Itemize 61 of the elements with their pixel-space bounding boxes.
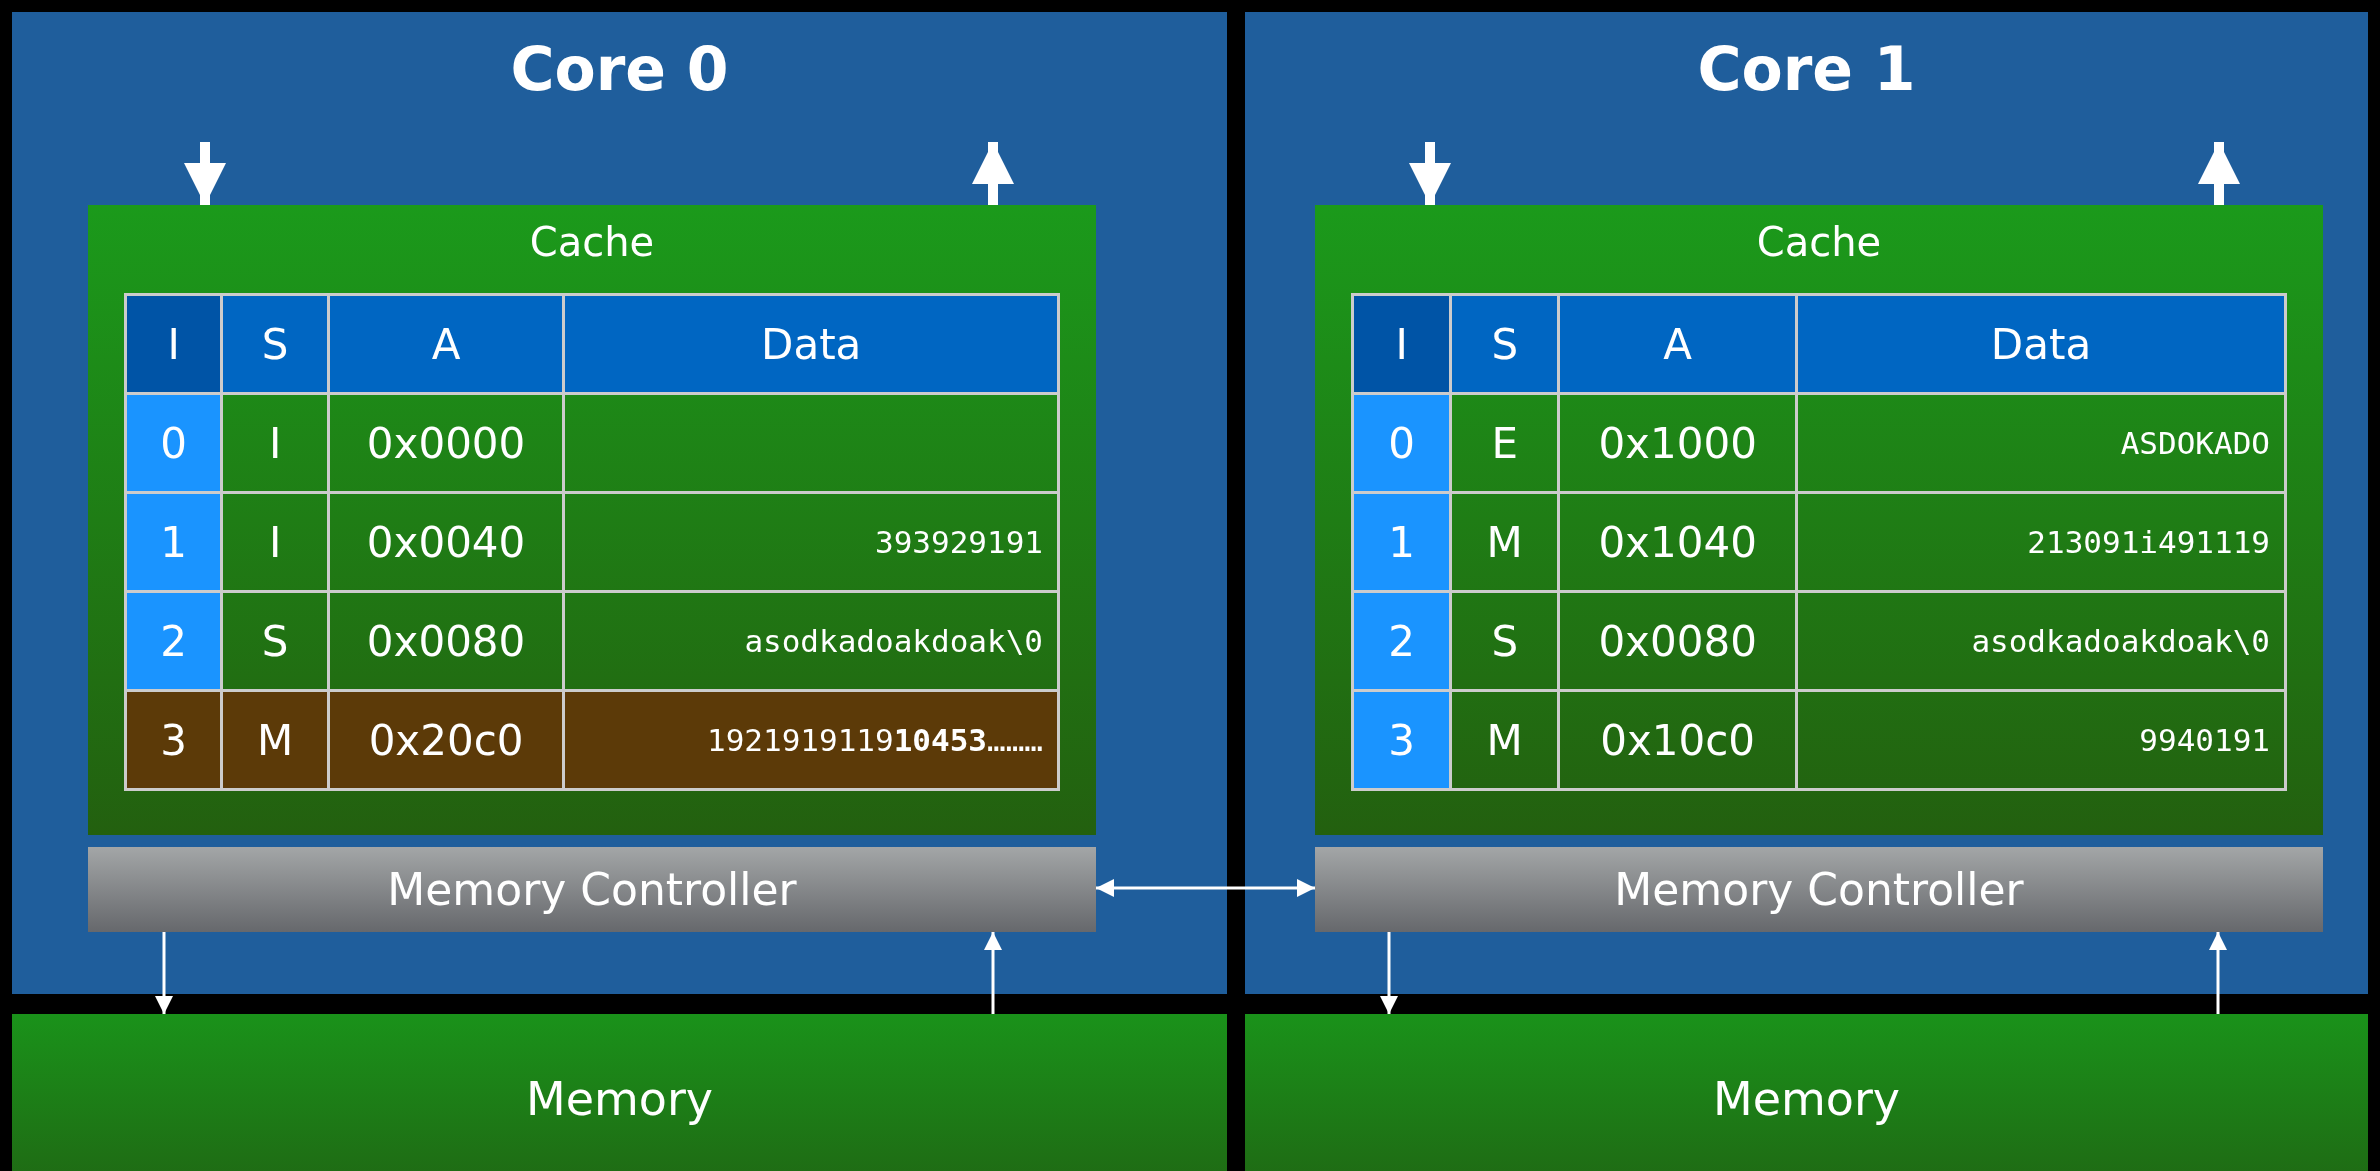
data-value: 393929191 [563, 492, 1059, 592]
state-letter: S [1450, 591, 1559, 691]
arrow [155, 932, 173, 1014]
arrow [984, 932, 1002, 1014]
address-value: 0x0040 [328, 492, 564, 592]
address-value: 0x1000 [1558, 393, 1797, 493]
data-value: ASDOKADO [1796, 393, 2286, 493]
data-value: 192191911910453……… [563, 690, 1059, 790]
controller-label: Memory Controller [1614, 864, 2024, 915]
memory-label: Memory [525, 1072, 714, 1126]
data-value: 213091i491119 [1796, 492, 2286, 592]
controller-bar [88, 847, 1096, 932]
line-index: 3 [125, 690, 222, 790]
line-index: 0 [1352, 393, 1451, 493]
arrow [184, 142, 226, 205]
column-header: Data [1796, 294, 2286, 394]
address-value: 0x20c0 [328, 690, 564, 790]
state-letter: M [221, 690, 329, 790]
data-value: 9940191 [1796, 690, 2286, 790]
column-header: I [125, 294, 222, 394]
cache-title: Cache [528, 219, 656, 265]
line-index: 2 [125, 591, 222, 691]
address-value: 0x10c0 [1558, 690, 1797, 790]
controller-bar [1315, 847, 2323, 932]
state-letter: M [1450, 492, 1559, 592]
memory-band [12, 1014, 1227, 1171]
line-index: 0 [125, 393, 222, 493]
cache-title: Cache [1755, 219, 1883, 265]
address-value: 0x0000 [328, 393, 564, 493]
line-index: 2 [1352, 591, 1451, 691]
cache-block [88, 205, 1096, 835]
arrow [2209, 932, 2227, 1014]
arrow [972, 142, 1014, 205]
core-panel [12, 12, 1227, 994]
arrow [1380, 932, 1398, 1014]
panel-title: Core 0 [509, 34, 730, 104]
column-header: S [221, 294, 329, 394]
line-index: 1 [1352, 492, 1451, 592]
state-letter: I [221, 393, 329, 493]
column-header: A [1558, 294, 1797, 394]
state-letter: I [221, 492, 329, 592]
line-index: 1 [125, 492, 222, 592]
state-letter: E [1450, 393, 1559, 493]
column-header: Data [563, 294, 1059, 394]
arrow [1096, 879, 1315, 897]
column-header: I [1352, 294, 1451, 394]
state-letter: M [1450, 690, 1559, 790]
arrow [1409, 142, 1451, 205]
cache-block [1315, 205, 2323, 835]
memory-band [1245, 1014, 2368, 1171]
controller-label: Memory Controller [387, 864, 797, 915]
panel-title: Core 1 [1696, 34, 1917, 104]
column-header: S [1450, 294, 1559, 394]
address-value: 0x0080 [1558, 591, 1797, 691]
core-panel [1245, 12, 2368, 994]
memory-label: Memory [1712, 1072, 1901, 1126]
line-index: 3 [1352, 690, 1451, 790]
data-value: asodkadoakdoak\0 [1796, 591, 2286, 691]
address-value: 0x1040 [1558, 492, 1797, 592]
arrow [2198, 142, 2240, 205]
column-header: A [328, 294, 564, 394]
